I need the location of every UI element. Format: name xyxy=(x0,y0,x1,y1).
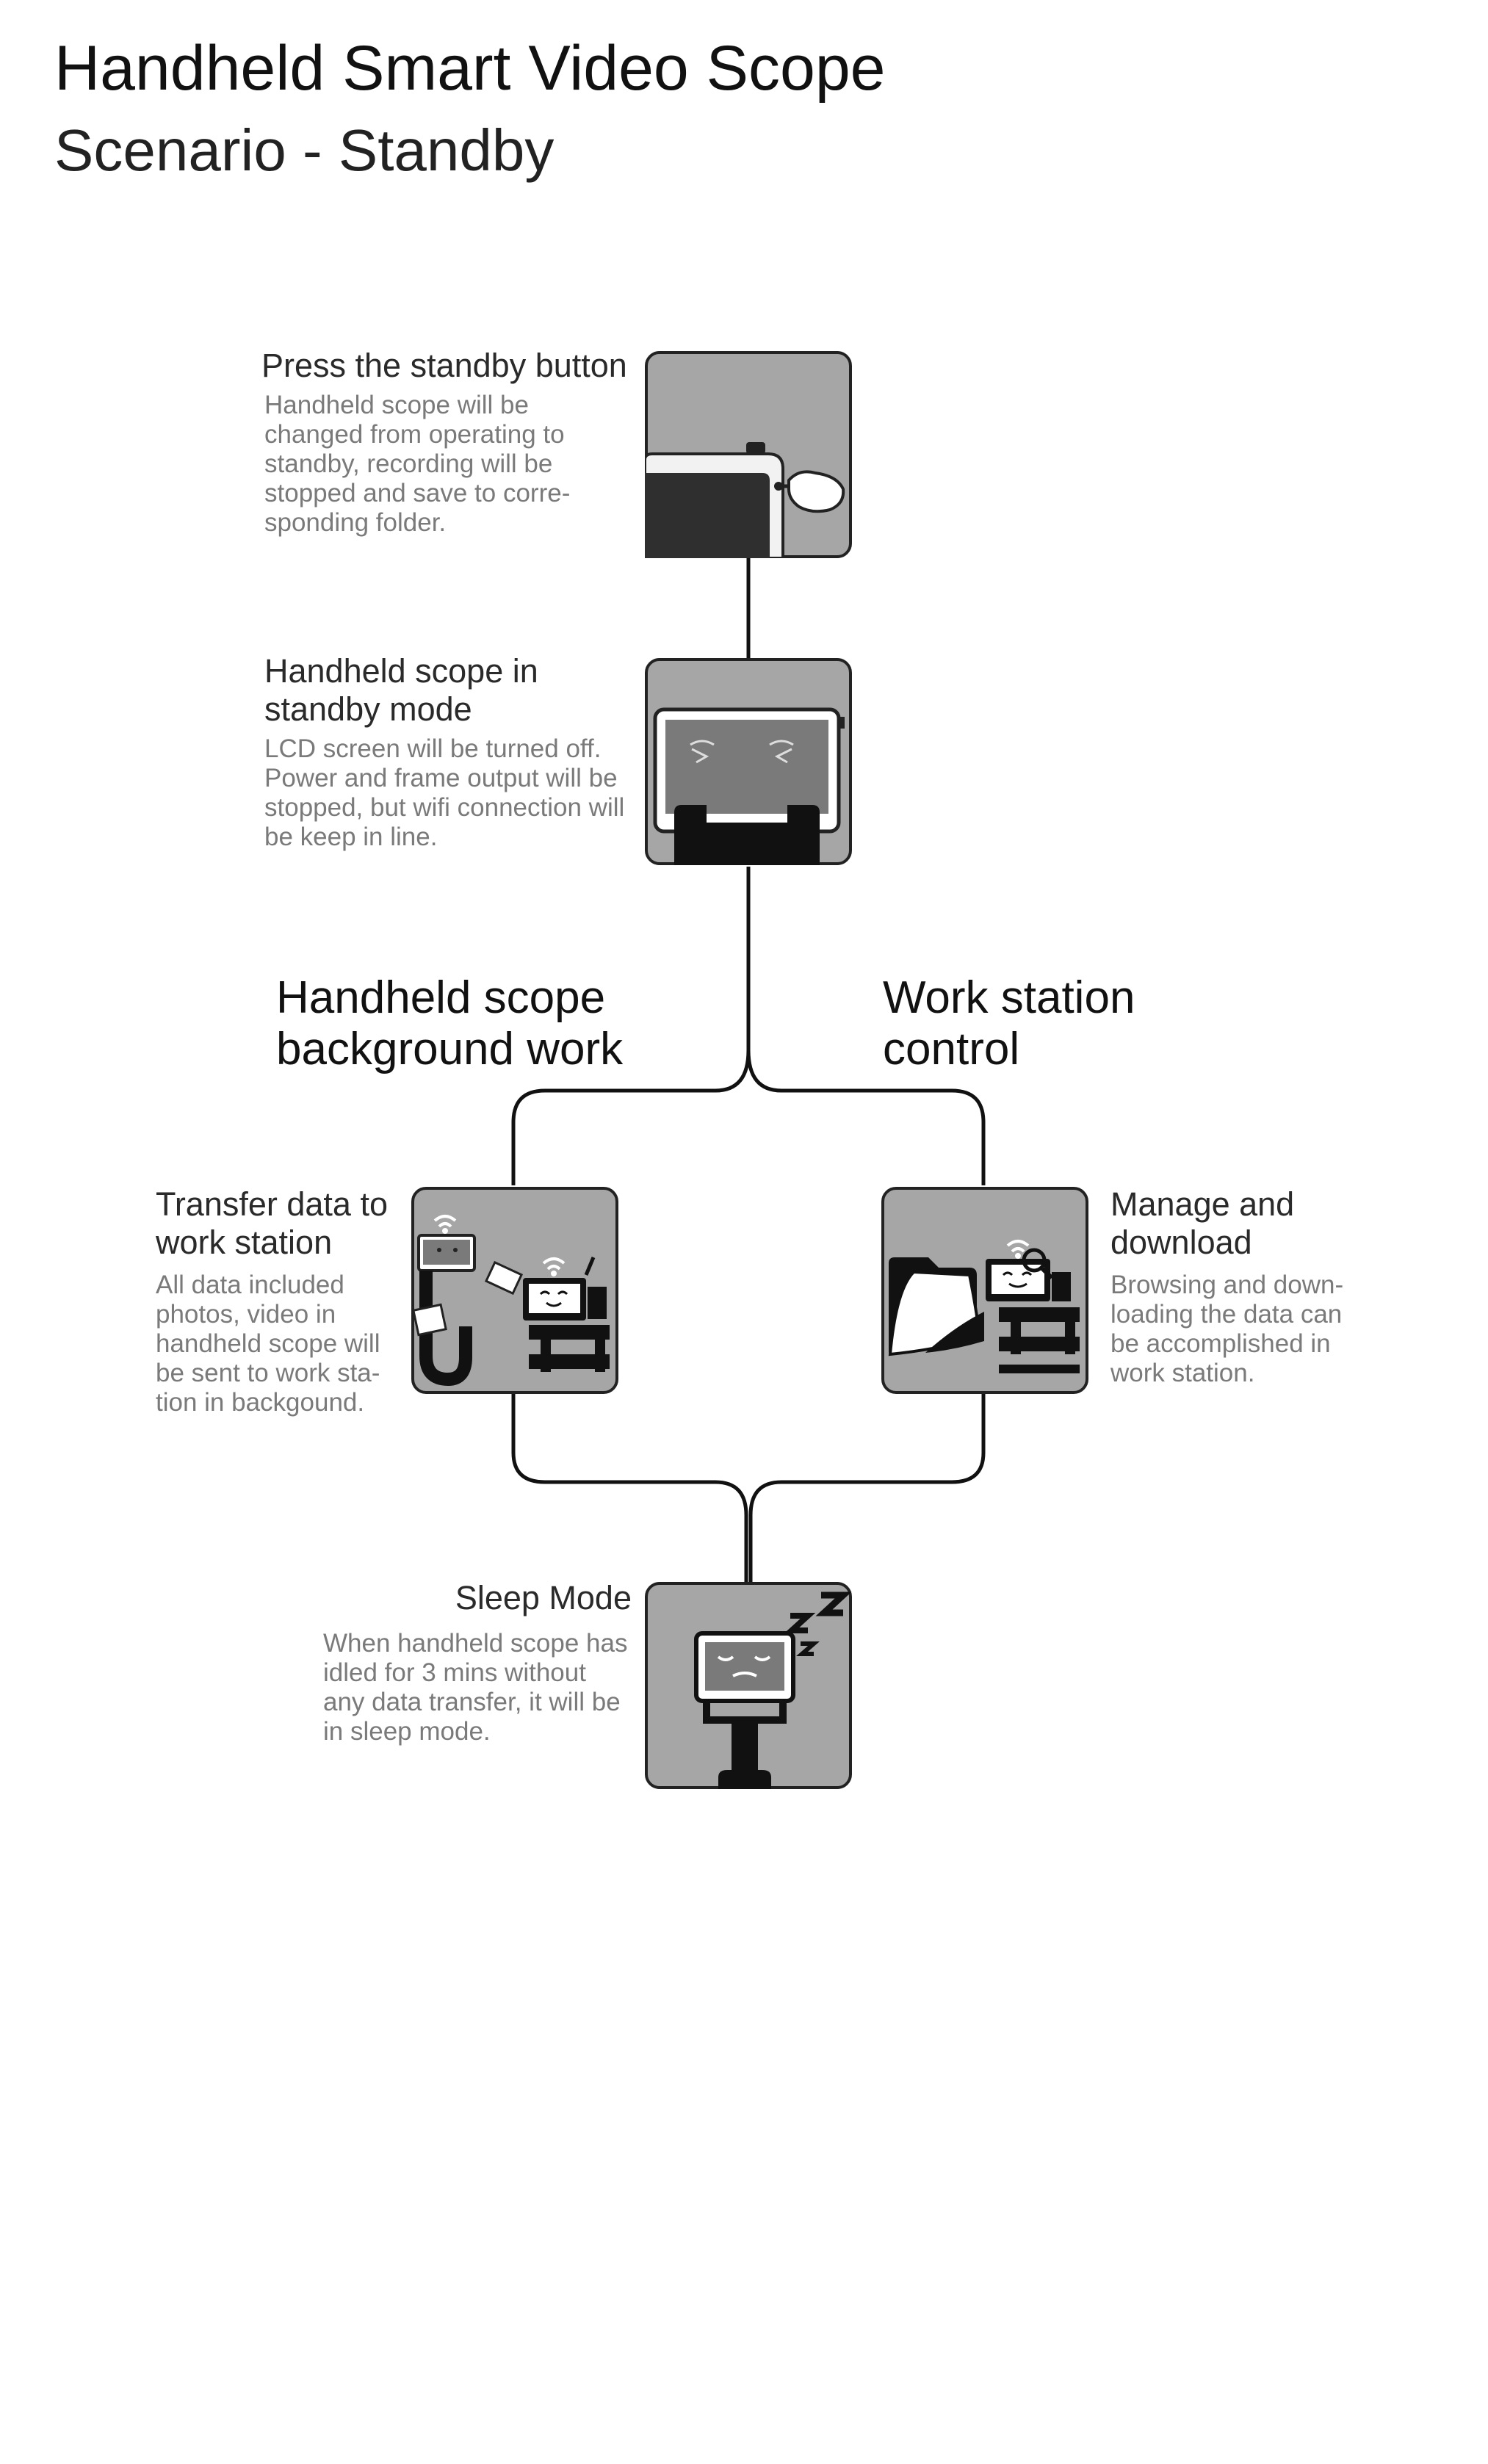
step-desc-press-standby: Handheld scope will be changed from oper… xyxy=(264,391,571,537)
step-title-manage-download: Manage and download xyxy=(1110,1185,1295,1261)
page-title: Handheld Smart Video Scope xyxy=(54,33,886,104)
step-title-transfer-data: Transfer data to work station xyxy=(156,1185,388,1261)
step-title-press-standby: Press the standby button xyxy=(261,347,627,384)
step-title-sleep-mode: Sleep Mode xyxy=(455,1579,632,1616)
folder-workstation-icon xyxy=(881,1187,1088,1394)
step-title-standby-mode: Handheld scope in standby mode xyxy=(264,652,538,728)
step-desc-sleep-mode: When handheld scope has idled for 3 mins… xyxy=(323,1629,628,1746)
page-subtitle: Scenario - Standby xyxy=(54,118,555,183)
standby-scope-icon xyxy=(645,658,852,865)
data-transfer-icon xyxy=(411,1187,618,1394)
branch-label-background-work: Handheld scope background work xyxy=(276,972,624,1074)
step-desc-manage-download: Browsing and down-loading the data can b… xyxy=(1110,1271,1344,1387)
step-desc-transfer-data: All data included photos, video in handh… xyxy=(156,1271,380,1417)
press-button-icon xyxy=(645,351,852,558)
sleeping-scope-icon xyxy=(645,1582,852,1789)
branch-label-workstation-control: Work station control xyxy=(883,972,1135,1074)
step-desc-standby-mode: LCD screen will be turned off. Power and… xyxy=(264,734,625,851)
